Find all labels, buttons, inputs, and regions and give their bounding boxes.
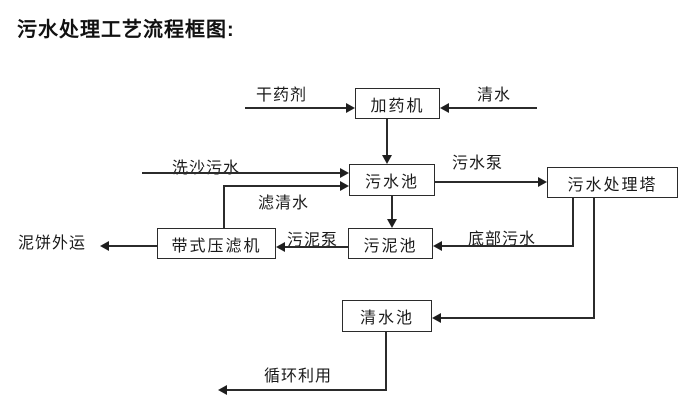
arrow-down-icon: [382, 155, 392, 164]
label-clear-water: 清水: [477, 87, 512, 104]
node-treatment-tower: 污水处理塔: [547, 167, 678, 198]
arrow-right-icon: [538, 177, 547, 187]
label-filtered-water: 滤清水: [258, 195, 310, 212]
line-filtered-water-v: [223, 186, 225, 228]
line-clear-water: [447, 107, 537, 109]
arrow-left-icon: [432, 313, 441, 323]
arrow-right-icon: [340, 181, 349, 191]
arrow-right-icon: [346, 103, 355, 113]
node-sludge-pool: 污泥池: [348, 228, 433, 259]
line-recycling: [226, 389, 386, 391]
line-bottom-sewage-h: [441, 245, 573, 247]
line-sewage-pump: [435, 181, 538, 183]
arrow-left-icon: [218, 385, 227, 395]
label-bottom-sewage: 底部污水: [468, 231, 537, 248]
line-tower-bottom-sewage-v: [572, 197, 574, 247]
arrow-left-icon: [100, 241, 109, 251]
arrow-left-icon: [276, 242, 285, 252]
arrow-down-icon: [387, 219, 397, 228]
line-dry-agent: [245, 107, 346, 109]
line-sewage-pool-to-sludge-pool: [391, 196, 393, 220]
line-sludge-pump: [285, 246, 348, 248]
label-sand-washing-sewage: 洗沙污水: [172, 160, 241, 177]
page-title: 污水处理工艺流程框图:: [17, 19, 235, 41]
line-tower-to-clear-pool-v: [593, 197, 595, 319]
arrow-left-icon: [440, 103, 449, 113]
node-dosing-machine: 加药机: [355, 88, 440, 119]
node-clear-water-pool: 清水池: [342, 300, 432, 332]
line-filtered-water-h: [223, 185, 341, 187]
node-belt-filter-press: 带式压滤机: [157, 228, 276, 259]
arrow-right-icon: [340, 168, 349, 178]
arrow-left-icon: [433, 241, 442, 251]
node-sewage-pool: 污水池: [349, 164, 435, 196]
label-sewage-pump: 污水泵: [452, 155, 504, 172]
label-dry-agent: 干药剂: [256, 87, 308, 104]
label-recycling: 循环利用: [264, 368, 333, 385]
label-sludge-pump: 污泥泵: [287, 232, 339, 249]
label-mud-cake-outbound: 泥饼外运: [18, 235, 87, 252]
line-clear-pool-down: [385, 332, 387, 391]
line-mud-cake-outbound: [108, 245, 157, 247]
line-tower-to-clear-pool-h: [440, 317, 594, 319]
line-sand-washing-sewage: [142, 172, 341, 174]
line-dosing-to-sewage-pool: [386, 118, 388, 156]
